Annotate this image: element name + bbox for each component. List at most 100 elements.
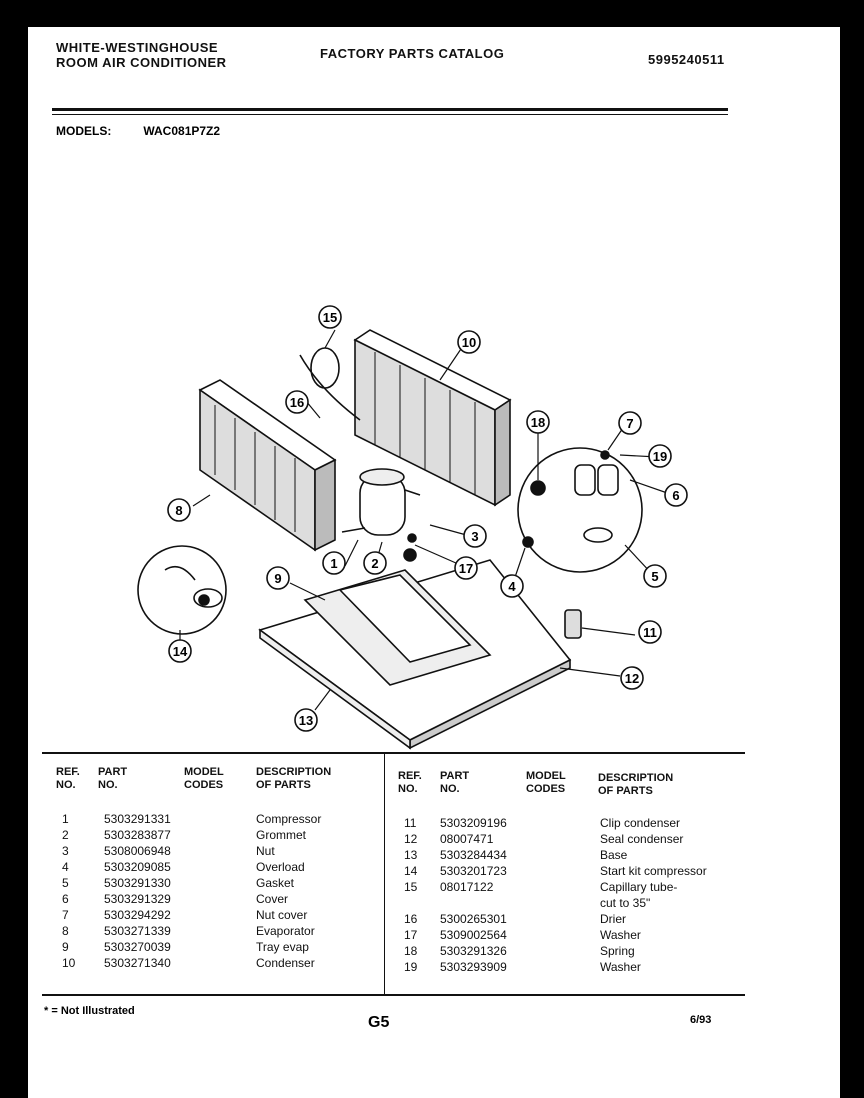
description-cell: Nut cover [256,908,308,922]
ref-cell: 11 [404,816,417,830]
ref-cell: 19 [404,960,418,974]
svg-text:6: 6 [672,488,679,503]
callout-10: 10 [457,330,481,354]
ref-cell: 5 [62,876,69,890]
header-rule-thick [52,108,728,111]
header-ref-right: REF.NO. [398,770,422,795]
ref-cell: 7 [62,908,69,922]
callout-2: 2 [363,551,387,575]
models-value: WAC081P7Z2 [143,124,221,138]
description-cell: Washer [600,928,641,942]
svg-text:1: 1 [330,556,337,571]
callout-16: 16 [285,390,309,414]
callout-5: 5 [643,564,667,588]
callout-17: 17 [454,556,478,580]
svg-text:5: 5 [651,569,658,584]
callout-6: 6 [664,483,688,507]
table-row: 4 5303209085 Overload [42,860,382,876]
ref-cell: 6 [62,892,69,906]
brand-line-2: ROOM AIR CONDITIONER [56,55,227,70]
svg-text:8: 8 [175,503,182,518]
description-cell: Clip condenser [600,816,681,830]
svg-text:10: 10 [462,335,476,350]
callout-8: 8 [167,498,191,522]
description-cell: Spring [600,944,635,958]
catalog-number: 5995240511 [648,52,725,67]
compressor-graphic [341,468,421,536]
ref-cell: 8 [62,924,69,938]
evaporator-coil-graphic [198,379,337,552]
svg-text:7: 7 [626,416,633,431]
ref-cell: 12 [404,832,418,846]
description-cell: Nut [256,844,275,858]
part-number-cell: 5303209085 [104,860,171,874]
part-number-cell: 5303291331 [104,812,171,826]
ref-cell: 17 [404,928,418,942]
callout-19: 19 [648,444,672,468]
brand-line-1: WHITE-WESTINGHOUSE [56,40,219,55]
brand-block: WHITE-WESTINGHOUSE ROOM AIR CONDITIONER [56,40,227,70]
part-number-cell: 5303270039 [104,940,171,954]
ref-cell: 18 [404,944,418,958]
description-cell: Washer [600,960,641,974]
callout-7: 7 [618,411,642,435]
footer-rule [330,994,720,995]
svg-text:13: 13 [299,713,313,728]
svg-text:18: 18 [531,415,545,430]
svg-text:19: 19 [653,449,667,464]
callout-13: 13 [294,708,318,732]
ref-cell: 15 [404,880,418,894]
models-label: MODELS: [56,124,112,138]
ref-cell: 16 [404,912,418,926]
part-number-cell: 5309002564 [440,928,507,942]
svg-text:3: 3 [471,529,478,544]
part-number-cell: 5308006948 [104,844,171,858]
description-cell: Drier [600,912,626,926]
header-rule-thin [52,114,728,115]
header-ref: REF.NO. [56,766,80,791]
part-number-cell: 5300265301 [440,912,507,926]
models-line: MODELS: WAC081P7Z2 [56,124,220,138]
description-cell: Compressor [256,812,322,826]
ref-cell: 1 [62,812,69,826]
condenser-coil-graphic [353,329,512,507]
ref-cell: 4 [62,860,69,874]
description-cell: Overload [256,860,305,874]
callout-bubbles: 1 2 3 4 5 6 7 8 9 10 11 12 13 14 15 16 1… [167,305,688,732]
callout-18: 18 [526,410,550,434]
ref-cell: 14 [404,864,418,878]
ref-cell: 10 [62,956,76,970]
svg-text:12: 12 [625,671,639,686]
callout-15: 15 [318,305,342,329]
table-column-divider [384,754,385,994]
callout-12: 12 [620,666,644,690]
description-cell: Cover [256,892,289,906]
svg-text:9: 9 [274,571,281,586]
callout-11: 11 [638,620,662,644]
svg-text:15: 15 [323,310,337,325]
svg-text:4: 4 [508,579,516,594]
callout-4: 4 [500,574,524,598]
exploded-parts-diagram: 1 2 3 4 5 6 7 8 9 10 11 12 13 14 15 16 1… [137,305,688,750]
part-number-cell: 5303291330 [104,876,171,890]
not-illustrated-note: * = Not Illustrated [44,1005,135,1017]
